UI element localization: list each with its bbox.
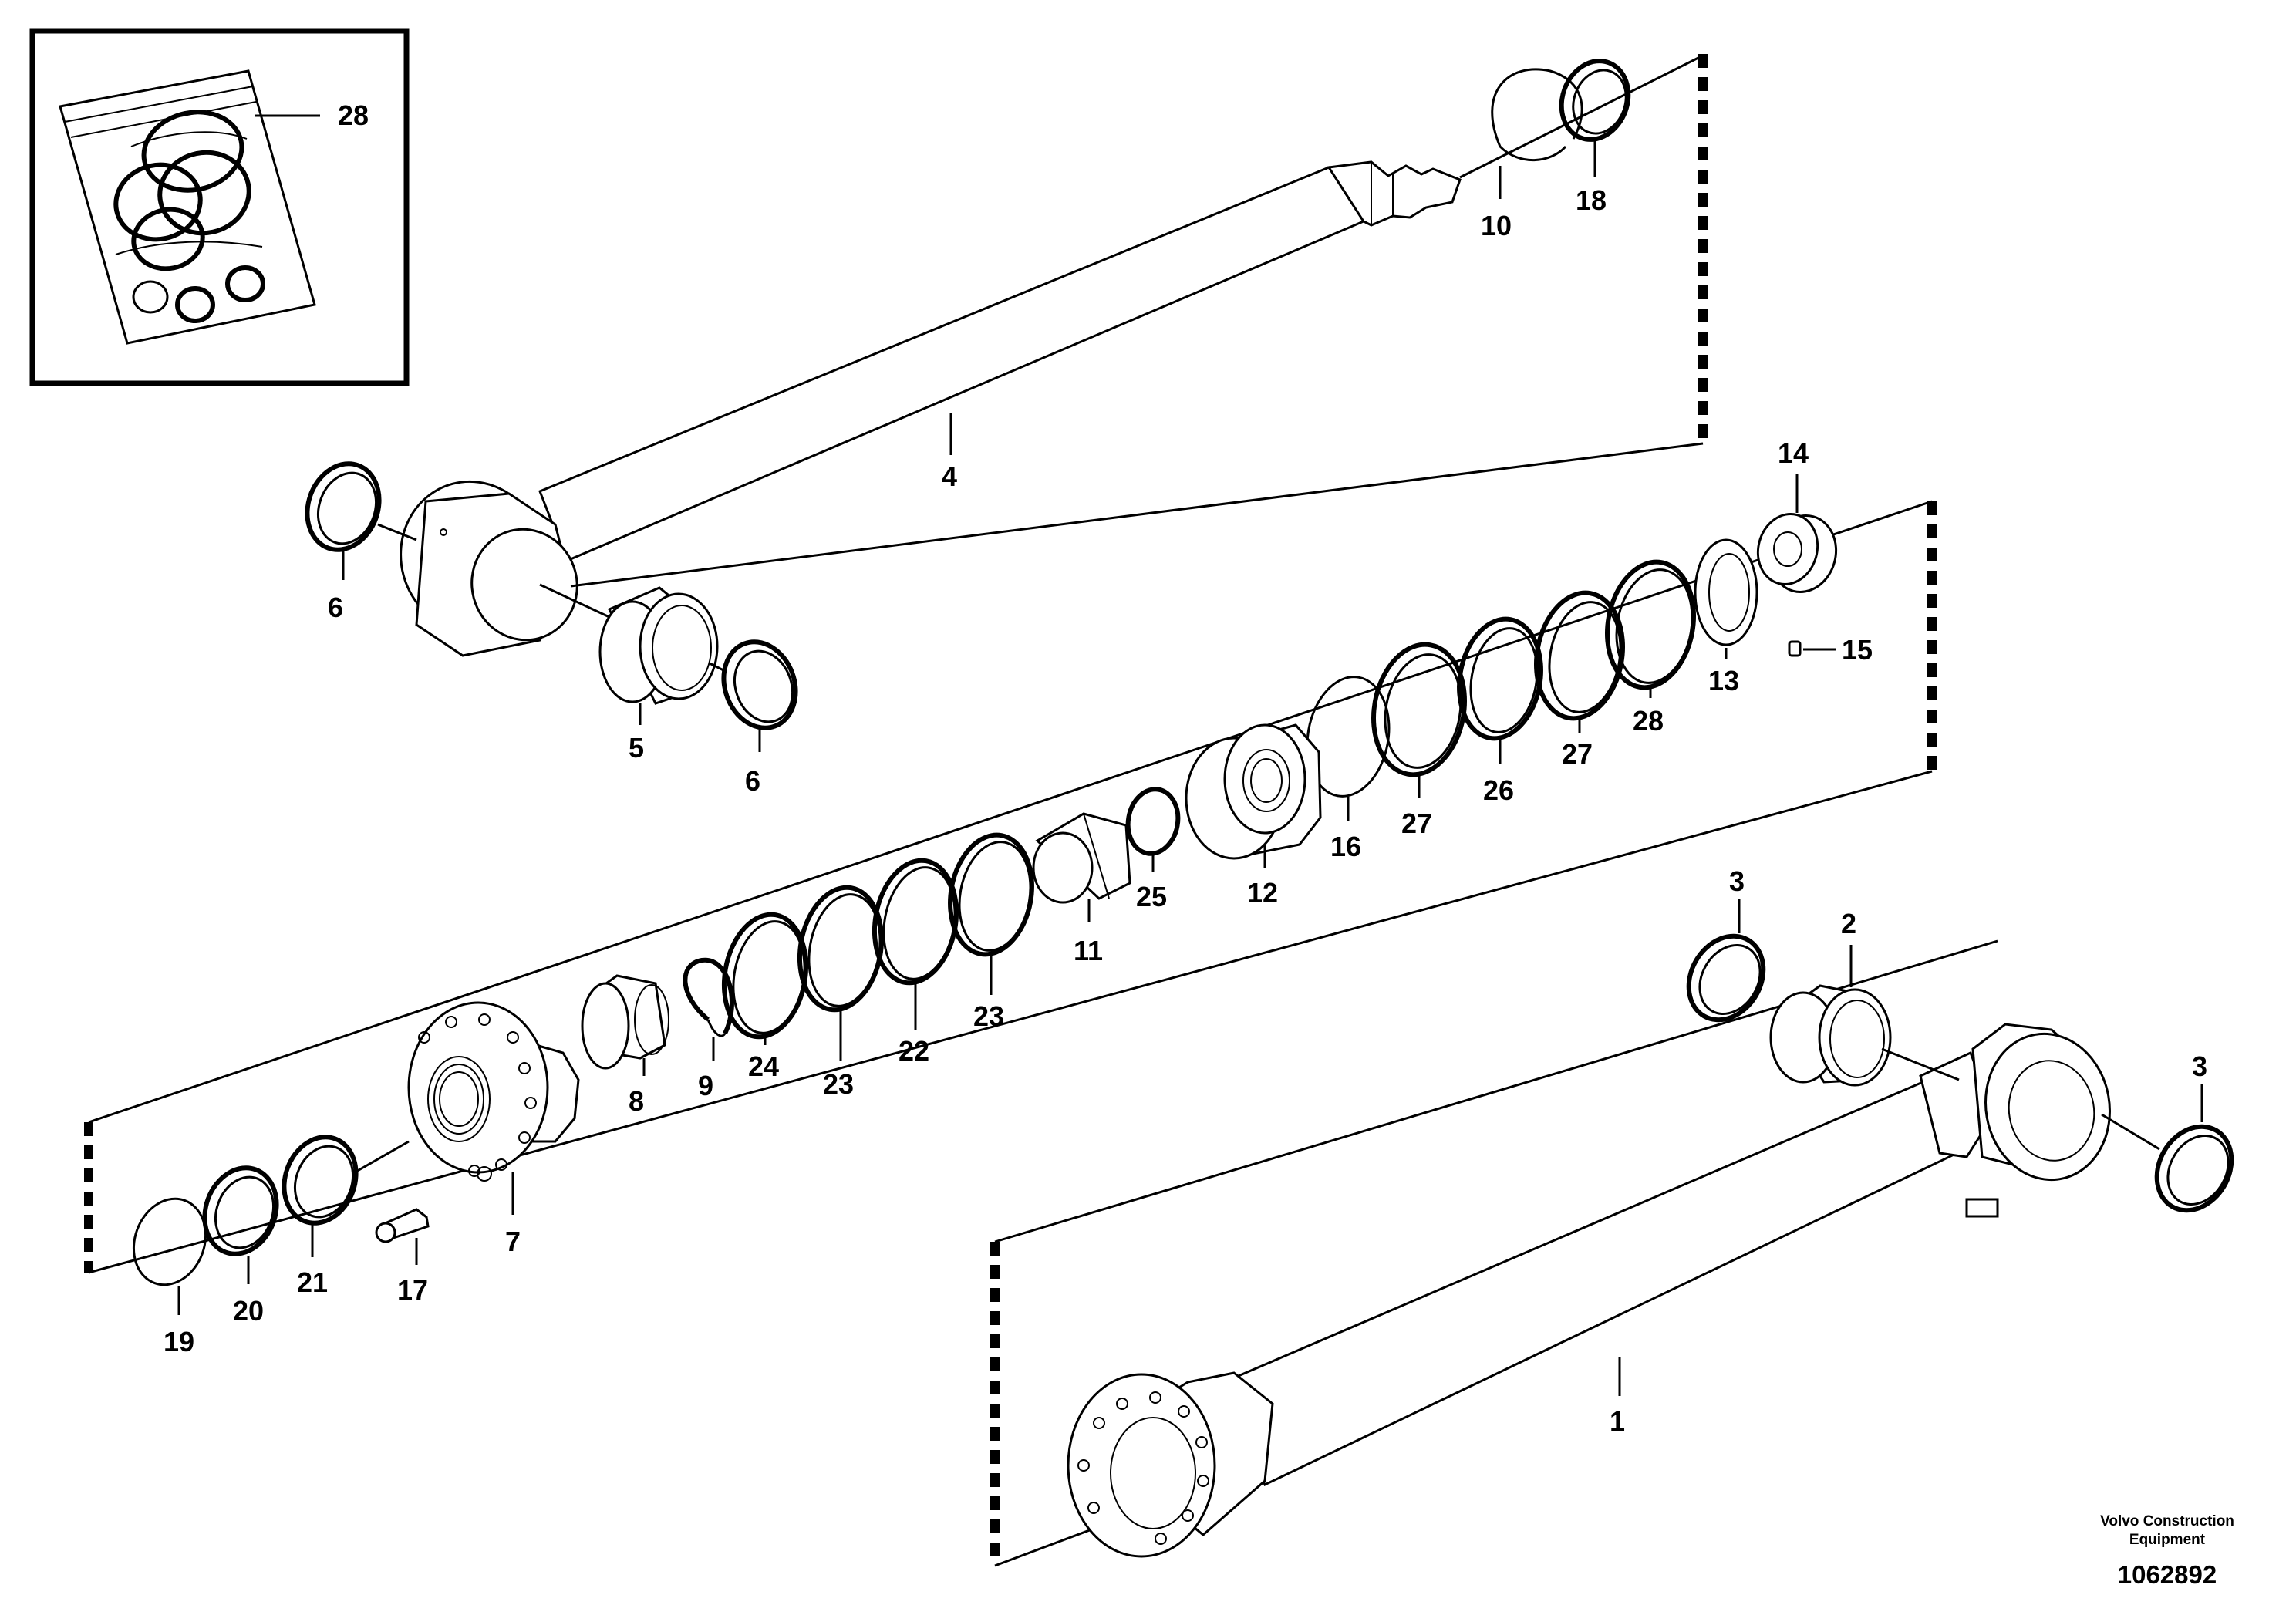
ring-28 bbox=[1604, 559, 1697, 690]
publisher-line-2: Equipment bbox=[2129, 1532, 2206, 1548]
callout-4: 4 bbox=[942, 460, 957, 492]
callout-15: 15 bbox=[1842, 634, 1873, 666]
bushing-5 bbox=[598, 586, 719, 705]
cylinder-head-7 bbox=[407, 1001, 580, 1182]
bushing-2 bbox=[1769, 984, 1892, 1087]
callout-28: 28 bbox=[1633, 705, 1664, 737]
callout-26: 26 bbox=[1483, 774, 1514, 806]
callout-9: 9 bbox=[698, 1070, 713, 1101]
callout-3-left: 3 bbox=[1729, 865, 1745, 897]
seal-ring-6-right bbox=[721, 639, 798, 730]
callout-17: 17 bbox=[397, 1274, 428, 1306]
seal-ring-3-right bbox=[2154, 1124, 2234, 1213]
ring-19 bbox=[132, 1197, 207, 1286]
callout-1: 1 bbox=[1610, 1405, 1625, 1437]
ring-25 bbox=[1125, 787, 1181, 856]
bushing-8 bbox=[581, 974, 669, 1070]
callout-11: 11 bbox=[1074, 935, 1103, 966]
seal-kit-inset: 28 bbox=[29, 28, 410, 386]
callout-10: 10 bbox=[1481, 210, 1512, 241]
callout-16: 16 bbox=[1330, 831, 1361, 862]
callout-23-lower: 23 bbox=[823, 1068, 854, 1100]
callout-3-right: 3 bbox=[2192, 1050, 2207, 1082]
callout-20: 20 bbox=[233, 1295, 264, 1327]
callout-7: 7 bbox=[505, 1226, 521, 1257]
callout-12: 12 bbox=[1247, 877, 1278, 909]
callout-2: 2 bbox=[1841, 908, 1856, 939]
nut-14 bbox=[1756, 512, 1838, 594]
callout-23-upper: 23 bbox=[973, 1000, 1004, 1032]
callout-28-inset: 28 bbox=[338, 99, 369, 131]
seal-kit-bag bbox=[59, 69, 316, 345]
sleeve-11 bbox=[1032, 812, 1131, 904]
ring-24 bbox=[721, 912, 809, 1040]
callout-5: 5 bbox=[629, 732, 644, 764]
drawing-number: 1062892 bbox=[2118, 1560, 2217, 1589]
callout-21: 21 bbox=[297, 1266, 328, 1298]
ring-27-lower bbox=[1371, 642, 1467, 777]
callout-24: 24 bbox=[748, 1050, 779, 1082]
seal-ring-6-left bbox=[305, 461, 382, 552]
callout-13: 13 bbox=[1708, 665, 1739, 696]
callout-14: 14 bbox=[1778, 437, 1809, 469]
seal-ring-3-left bbox=[1686, 933, 1766, 1023]
bolt-17 bbox=[375, 1208, 430, 1243]
washer-13 bbox=[1694, 538, 1758, 646]
callout-6-left: 6 bbox=[328, 592, 343, 623]
callout-25: 25 bbox=[1136, 881, 1167, 912]
snap-ring-9 bbox=[683, 957, 734, 1037]
piston-rod bbox=[400, 160, 1462, 657]
callout-27-lower: 27 bbox=[1401, 808, 1432, 839]
seal-20 bbox=[202, 1165, 279, 1256]
ring-26 bbox=[1457, 616, 1543, 741]
retaining-ring-10 bbox=[1491, 68, 1583, 162]
callout-22: 22 bbox=[899, 1035, 929, 1067]
callout-18: 18 bbox=[1576, 184, 1607, 216]
cylinder-tube-1 bbox=[1067, 1023, 2111, 1558]
set-screw-15 bbox=[1788, 640, 1802, 657]
piston-12 bbox=[1185, 723, 1322, 860]
seal-21 bbox=[282, 1135, 359, 1226]
callout-27-upper: 27 bbox=[1562, 738, 1593, 770]
ring-16 bbox=[1306, 676, 1391, 798]
callout-6-right: 6 bbox=[745, 765, 760, 797]
publisher-line-1: Volvo Construction bbox=[2100, 1513, 2234, 1529]
callout-8: 8 bbox=[629, 1085, 644, 1117]
seal-ring-18 bbox=[1559, 59, 1631, 142]
callout-19: 19 bbox=[164, 1326, 194, 1357]
